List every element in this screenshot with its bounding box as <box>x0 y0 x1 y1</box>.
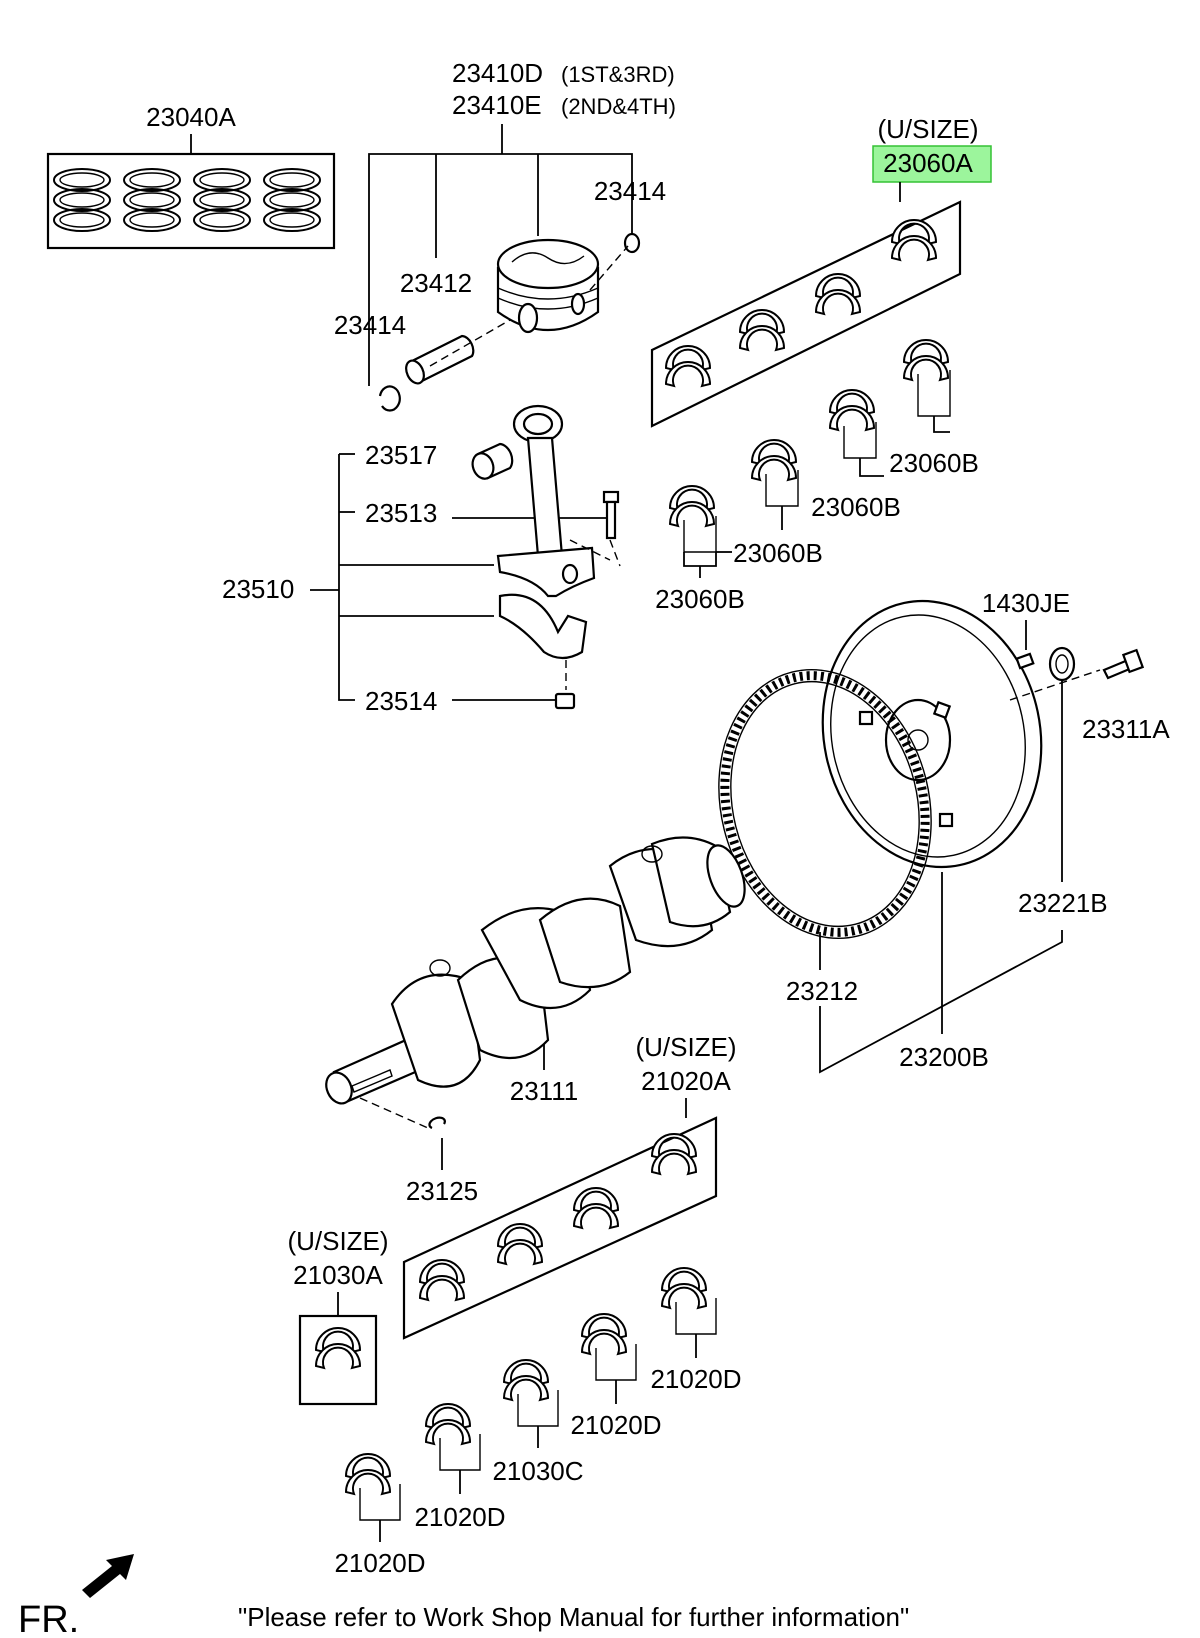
main-bearing-d-4 <box>661 1267 717 1335</box>
piston-group: 23410D (1ST&3RD) 23410E (2ND&4TH) 23414 … <box>334 58 676 412</box>
flywheel-bolt <box>1102 648 1145 680</box>
label-23517[interactable]: 23517 <box>365 440 437 470</box>
flywheel <box>821 599 1043 869</box>
rod-bearing-b-3 <box>829 389 877 459</box>
label-21020D-3[interactable]: 21020D <box>570 1410 661 1440</box>
label-23410E-note: (2ND&4TH) <box>561 94 676 119</box>
rod-bearing-b-1 <box>669 485 717 553</box>
label-23212[interactable]: 23212 <box>786 976 858 1006</box>
label-23510[interactable]: 23510 <box>222 574 294 604</box>
label-23040A[interactable]: 23040A <box>146 102 236 132</box>
main-bearing-usize-panel <box>402 1116 718 1340</box>
connecting-rod <box>496 404 596 598</box>
piston <box>496 238 600 334</box>
label-23513[interactable]: 23513 <box>365 498 437 528</box>
label-23125[interactable]: 23125 <box>406 1176 478 1206</box>
piston-clip-right <box>623 232 641 254</box>
rod-bush <box>471 442 514 480</box>
rod-bearing-b-4 <box>903 339 951 417</box>
label-23111[interactable]: 23111 <box>510 1076 578 1106</box>
label-23060B-2[interactable]: 23060B <box>733 538 823 568</box>
label-23410D-note: (1ST&3RD) <box>561 62 675 87</box>
label-23060A-usize: (U/SIZE) <box>877 114 978 144</box>
crank-key <box>428 1116 446 1130</box>
label-23200B[interactable]: 23200B <box>899 1042 989 1072</box>
rod-bearing-b-2 <box>751 439 799 507</box>
piston-pin <box>405 334 475 385</box>
front-label: FR. <box>18 1599 79 1638</box>
flywheel-group: 1430JE 23311A 23221B 23212 23200B <box>718 588 1170 1074</box>
main-bearing-d-1 <box>345 1453 401 1521</box>
label-21020A-usize: (U/SIZE) <box>635 1032 736 1062</box>
front-arrow-icon <box>82 1554 134 1598</box>
label-23221B[interactable]: 23221B <box>1018 888 1108 918</box>
rod-nut <box>554 692 576 710</box>
label-23414-right[interactable]: 23414 <box>594 176 666 206</box>
label-21020D-4[interactable]: 21020D <box>650 1364 741 1394</box>
label-21020D-2[interactable]: 21020D <box>414 1502 505 1532</box>
crankshaft <box>325 836 746 1105</box>
label-21020D-1[interactable]: 21020D <box>334 1548 425 1578</box>
rod-bearings-group: (U/SIZE) 23060A 23060B <box>650 114 992 614</box>
main-bearing-d-3 <box>581 1313 637 1381</box>
label-23412[interactable]: 23412 <box>400 268 472 298</box>
highlight-23060A <box>872 145 992 183</box>
thrust-bearing-c <box>503 1359 559 1427</box>
rod-bolt <box>602 490 620 540</box>
rod-cap <box>498 593 588 660</box>
main-bearings-group: (U/SIZE) 21020A (U/SIZE) 21030A <box>287 1032 741 1578</box>
main-bearing-d-2 <box>425 1403 481 1471</box>
label-23311A[interactable]: 23311A <box>1082 714 1170 744</box>
label-23414-left[interactable]: 23414 <box>334 310 406 340</box>
label-21030A-usize: (U/SIZE) <box>287 1226 388 1256</box>
label-23410E[interactable]: 23410E <box>452 90 542 120</box>
connecting-rod-group: 23517 23513 23510 23514 <box>222 404 621 716</box>
piston-clip-left <box>378 385 401 412</box>
dowel-pin <box>1015 652 1035 670</box>
label-23410D[interactable]: 23410D <box>452 58 543 88</box>
label-21030C[interactable]: 21030C <box>492 1456 583 1486</box>
footer-note: "Please refer to Work Shop Manual for fu… <box>238 1602 909 1632</box>
rod-bearing-usize-panel <box>650 200 962 428</box>
label-21030A[interactable]: 21030A <box>293 1260 383 1290</box>
crankshaft-group: 23111 23125 <box>325 836 746 1206</box>
label-1430JE[interactable]: 1430JE <box>982 588 1070 618</box>
label-23060B-3[interactable]: 23060B <box>811 492 901 522</box>
label-23514[interactable]: 23514 <box>365 686 437 716</box>
label-23060B-1[interactable]: 23060B <box>655 584 745 614</box>
label-21020A[interactable]: 21020A <box>641 1066 731 1096</box>
pilot-bushing <box>1048 646 1076 682</box>
piston-rings-group: 23040A <box>46 102 336 250</box>
label-23060B-4[interactable]: 23060B <box>889 448 979 478</box>
ring-gear <box>718 668 932 940</box>
footer: FR. "Please refer to Work Shop Manual fo… <box>18 1554 909 1638</box>
label-23060A[interactable]: 23060A <box>883 148 973 178</box>
